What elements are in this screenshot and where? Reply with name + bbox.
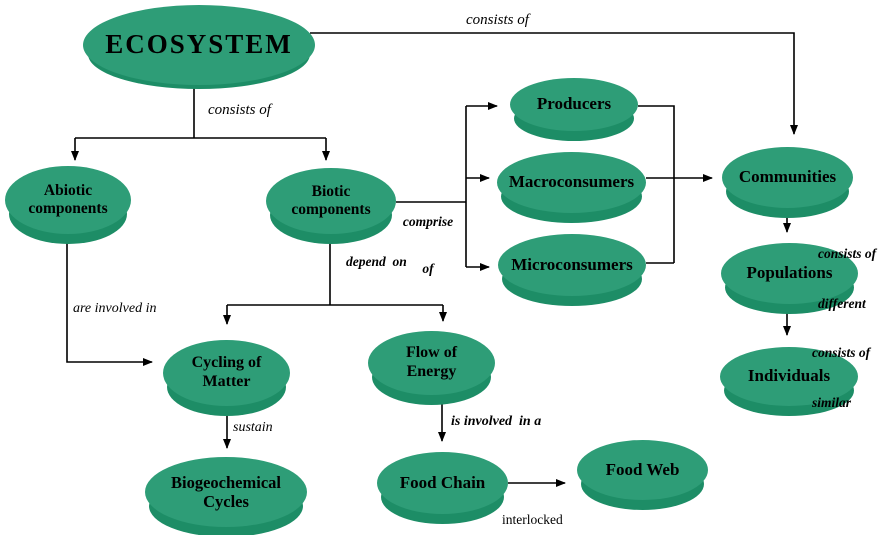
node-communities: Communities [722,147,853,208]
node-producers-label: Producers [536,94,612,114]
node-biogeochemical-label-line1: Biogeochemical [171,472,281,492]
node-biotic-label-line1: Biotic [311,182,351,200]
node-biotic-label-line2: components [291,201,371,218]
edge-label-consists-of-top: consists of [466,12,529,28]
node-abiotic-components: Abiotic components [5,166,131,234]
edge-label-are-involved-in: are involved in [73,301,157,316]
node-macroconsumers-label: Macroconsumers [508,172,635,192]
node-cycling-of-matter: Cycling of Matter [163,340,290,406]
node-microconsumers: Microconsumers [498,234,646,296]
edge-abiotic-cycling [66,230,153,366]
edge-label-comprise-of: comprise of [402,214,454,276]
node-ecosystem-label: ECOSYSTEM [105,29,293,60]
edge-label-consists-of-different: consists of different [818,245,877,312]
edge-label-depend-on: depend on [346,254,407,269]
node-flow-label-line2: Energy [406,363,457,380]
edge-ecosystem-communities [310,32,798,135]
edge-label-consists-of-mid: consists of [208,102,271,118]
node-individuals-label: Individuals [747,366,831,386]
node-populations-label: Populations [746,263,833,283]
node-biogeochemical-label-line2: Cycles [203,492,249,511]
node-biotic-components: Biotic components [266,168,396,234]
node-communities-label: Communities [738,167,837,187]
node-food-web-label: Food Web [605,459,680,479]
node-microconsumers-label: Microconsumers [511,254,633,274]
node-macroconsumers: Macroconsumers [497,152,646,213]
edge-consumers-join [638,105,675,264]
node-abiotic-label-line2: components [28,200,108,217]
edge-label-interlocked: interlocked with each other make up [502,511,563,527]
node-food-web: Food Web [577,440,708,500]
edge-label-sustain: sustain [233,420,273,435]
node-populations: Populations [721,243,858,304]
edge-label-is-involved-in-a: is involved in a [451,414,542,429]
node-flow-label-line1: Flow of [405,344,458,362]
node-cycling-label-line2: Matter [202,373,251,390]
node-individuals: Individuals [720,347,858,406]
node-producers: Producers [510,78,638,131]
node-food-chain: Food Chain [377,452,508,514]
edge-label-consists-of-similar: consists of similar [812,344,871,411]
node-flow-of-energy: Flow of Energy [368,331,495,395]
edge-depend-bar [227,230,443,306]
node-food-chain-label: Food Chain [399,472,486,492]
node-abiotic-label-line1: Abiotic [43,181,93,199]
node-biogeochemical-cycles: Biogeochemical Cycles [145,457,307,527]
node-ecosystem: ECOSYSTEM [83,5,315,85]
edge-comprise-splitter [396,106,467,267]
node-cycling-label-line1: Cycling of [191,354,262,372]
